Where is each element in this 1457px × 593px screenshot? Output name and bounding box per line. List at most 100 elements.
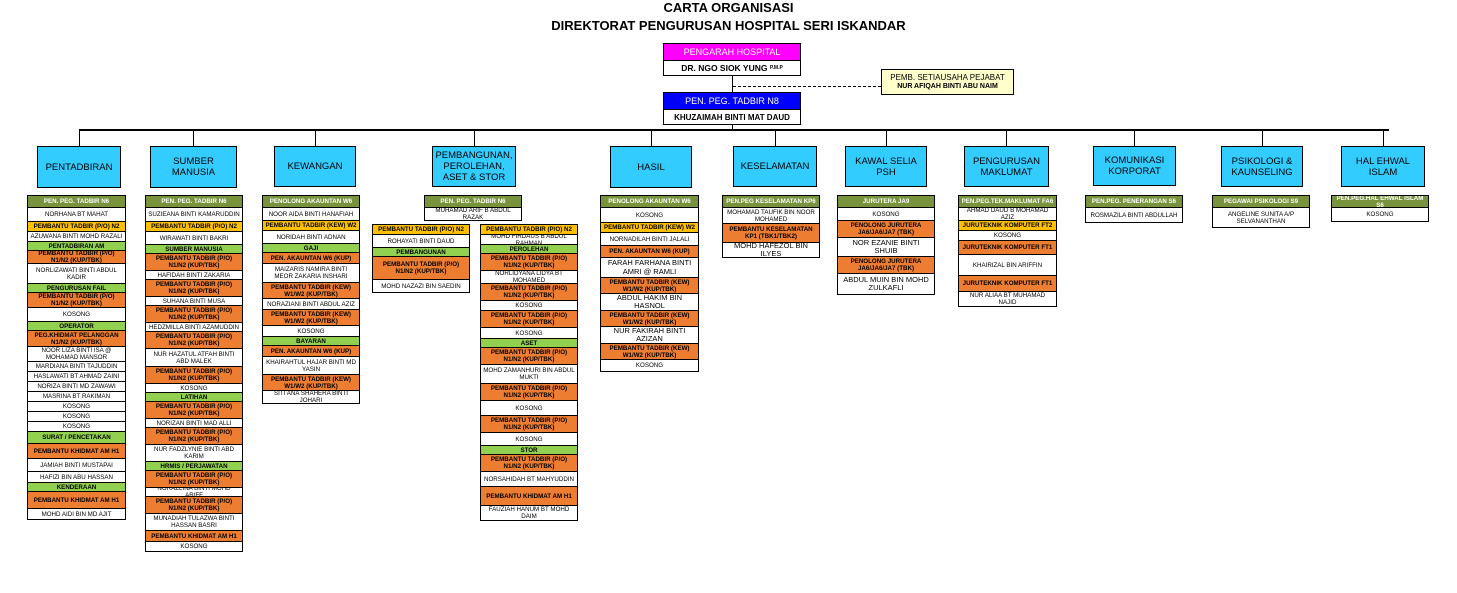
staff-name-cell: NOOR AIDA BINTI HANAFIAH [262, 207, 360, 221]
staff-name-cell: NUR FADZLYNIE BINTI ABD KARIM [145, 444, 243, 462]
post-title-cell: PEMBANTU TADBIR (P/O) N1/N2 (KUP/TBK) [145, 279, 243, 297]
staff-name-cell: ABDUL HAKIM BIN HASNOL [600, 293, 699, 311]
post-title-cell: PEMBANTU TADBIR (KEW) W1/W2 (KUP/TBK) [600, 343, 699, 360]
admin-title: PEN. PEG. TADBIR N8 [685, 95, 779, 106]
post-title-cell: PEMBANTU TADBIR (KEW) W1/W2 (KUP/TBK) [262, 282, 360, 299]
staff-name-cell: MUNADIAH TULAZWA BINTI HASSAN BASRI [145, 513, 243, 531]
post-title-cell: PEMBANTU TADBIR (P/O) N1/N2 (KUP/TBK) [145, 496, 243, 514]
staff-name-cell: NUR FAKIRAH BINTI AZIZAN [600, 326, 699, 344]
admin-name-box: KHUZAIMAH BINTI MAT DAUD [663, 109, 801, 125]
post-title-cell: PEMBANTU KESELAMATAN KP1 (TBK1/TBK2) [722, 223, 820, 243]
post-title-cell: PEMBANTU TADBIR (P/O) N1/N2 (KUP/TBK) [27, 292, 126, 308]
dept-label: KESELAMATAN [740, 161, 810, 172]
staff-name-cell: ROSMAZILA BINTI ABDULLAH [1085, 207, 1183, 223]
director-title: PENGARAH HOSPITAL [683, 46, 781, 57]
staff-name-cell: FAUZIAH HANUM BT MOHD DAIM [480, 505, 578, 521]
dept-kawal-selia: KAWAL SELIA PSH [845, 146, 927, 187]
post-title-cell: PEMBANTU TADBIR (KEW) W1/W2 (KUP/TBK) [600, 277, 699, 294]
staff-name-cell: NORSAHIDAH BT MAHYUDDIN [480, 471, 578, 487]
director-suffix: P.M.P [769, 64, 783, 71]
dept-komunikasi-korporat: KOMUNIKASI KORPORAT [1093, 146, 1176, 186]
staff-name-cell: KOSONG [145, 541, 243, 552]
post-title-cell: PEMBANTU TADBIR (P/O) N1/N2 (KUP/TBK) [480, 253, 578, 271]
post-title-cell: PEMBANTU TADBIR (P/O) N1/N2 (KUP/TBK) [480, 415, 578, 433]
post-title-cell: PEMBANTU TADBIR (P/O) N1/N2 (KUP/TBK) [145, 401, 243, 419]
dept-pengurusan-maklumat: PENGURUSAN MAKLUMAT [964, 146, 1049, 187]
dept-label: KAWAL SELIA PSH [855, 155, 917, 178]
post-title-cell: PEMBANTU TADBIR (P/O) N1/N2 (KUP/TBK) [145, 470, 243, 488]
page-title: CARTA ORGANISASI [663, 0, 794, 15]
staff-name-cell: ABDUL MUIN BIN MOHD ZULKAFLI [837, 273, 935, 295]
post-title-cell: PEMBANTU TADBIR (P/O) N1/N2 (KUP/TBK) [145, 366, 243, 384]
post-title-cell: PEMBANTU TADBIR (P/O) N1/N2 (KUP/TBK) [480, 283, 578, 301]
connector-dept-drop [886, 130, 887, 146]
staff-name-cell: JAMIAH BINTI MUSTAPAI [27, 458, 126, 472]
admin-name: KHUZAIMAH BINTI MAT DAUD [674, 112, 790, 122]
post-title-cell: PEMBANTU TADBIR (KEW) W1/W2 (KUP/TBK) [600, 310, 699, 327]
post-title-cell: PEMBANTU TADBIR (KEW) W1/W2 (KUP/TBK) [262, 374, 360, 391]
dept-hal-ehwal-islam: HAL EHWAL ISLAM [1341, 146, 1425, 187]
post-title-cell: PENOLONG JURUTERA JA6/JA6/JA7 (TBK) [837, 220, 935, 238]
staff-name-cell: NORLIZAWATI BINTI ABDUL KADIR [27, 263, 126, 284]
staff-name-cell: SITI ANA SHAHERA BINTI JOHARI [262, 390, 360, 404]
post-title-cell: PEMBANTU TADBIR (P/O) N1/N2 (KUP/TBK) [145, 331, 243, 349]
dept-keselamatan: KESELAMATAN [733, 146, 817, 187]
post-title-cell: PEMBANTU TADBIR (P/O) N1/N2 (KUP/TBK) [480, 383, 578, 401]
staff-name-cell: NUR HAZATUL ATFAH BINTI ABD MALEK [145, 348, 243, 367]
staff-name-cell: KHAIRAHTUL HAJAR BINTI MD YASIN [262, 356, 360, 375]
dept-label: HASIL [637, 161, 665, 173]
dept-label: KOMUNIKASI KORPORAT [1104, 155, 1165, 177]
director-name: DR. NGO SIOK YUNG [681, 62, 768, 73]
connector-main-bus [79, 129, 1389, 131]
director-name-box: DR. NGO SIOK YUNG P.M.P [663, 60, 801, 76]
staff-name-cell: NORHANA BT MAHAT [27, 207, 126, 222]
post-title-cell: JURUTEKNIK KOMPUTER FT1 [958, 275, 1057, 292]
dept-hasil: HASIL [610, 146, 692, 188]
connector-dept-drop [1006, 130, 1007, 146]
post-title-cell: PEMBANTU TADBIR (P/O) N1/N2 (KUP/TBK) [27, 250, 126, 264]
connector-dept-drop [1134, 130, 1135, 146]
post-title-cell: PEMBANTU TADBIR (P/O) N1/N2 (KUP/TBK) [372, 256, 470, 280]
post-title-cell: PEMBANTU TADBIR (P/O) N1/N2 (KUP/TBK) [480, 347, 578, 365]
dept-label: HAL EHWAL ISLAM [1355, 155, 1411, 178]
post-title-cell: PEMBANTU TADBIR (P/O) N1/N2 (KUP/TBK) [480, 310, 578, 328]
staff-name-cell: MOHAMAD TAUFIK BIN NOOR MOHAMED [722, 207, 820, 224]
staff-name-cell: NUR ALIAA BT MUHAMAD NAJID [958, 291, 1057, 307]
staff-name-cell: NORIDAH BINTI ADNAN [262, 230, 360, 244]
post-title-cell: PEMBANTU TADBIR (P/O) N1/N2 (KUP/TBK) [145, 253, 243, 271]
secretary-name: NUR AFIQAH BINTI ABU NAIM [897, 83, 998, 90]
connector-dept-drop [79, 130, 80, 146]
staff-name-cell: ROHAYATI BINTI DAUD [372, 234, 470, 248]
dept-label: PENTADBIRAN [45, 161, 113, 173]
staff-name-cell: FARAH FARHANA BINTI AMRI @ RAMLI [600, 257, 699, 278]
connector-dept-drop [651, 130, 652, 146]
dept-label: PSIKOLOGI & KAUNSELING [1231, 155, 1293, 178]
connector-admin-bus [732, 124, 733, 130]
staff-name-cell: WIRAWATI BINTI BAKRI [145, 231, 243, 245]
staff-name-cell: KOSONG [1331, 207, 1429, 222]
staff-name-cell: NOR EZANIE BINTI SHUIB [837, 237, 935, 257]
staff-name-cell: KOSONG [600, 359, 699, 372]
connector-secretary [733, 86, 881, 87]
dept-psikologi: PSIKOLOGI & KAUNSELING [1221, 146, 1303, 187]
staff-name-cell: NOOR LIZA BINTI ISA @ MOHAMAD MANSOR [27, 346, 126, 362]
post-title-cell: PEG.KHIDMAT PELANGGAN N1/N2 (KUP/TBK) [27, 330, 126, 347]
post-title-cell: PEMBANTU KHIDMAT AM H1 [480, 486, 578, 506]
post-title-cell: PEMBANTU KHIDMAT AM H1 [27, 443, 126, 459]
staff-name-cell: AHMAD DAUD B MOHAMAD AZIZ [958, 207, 1057, 221]
staff-name-cell: KOSONG [27, 307, 126, 322]
staff-name-cell: KOSONG [480, 400, 578, 416]
dept-label: SUMBER MANUSIA [171, 156, 216, 178]
post-title-cell: PEN. PEG. TADBIR N6 [424, 195, 522, 208]
staff-name-cell: KHAIRIZAL BIN ARIFFIN [958, 254, 1057, 276]
dept-pembangunan: PEMBANGUNAN, PEROLEHAN, ASET & STOR [432, 146, 516, 187]
